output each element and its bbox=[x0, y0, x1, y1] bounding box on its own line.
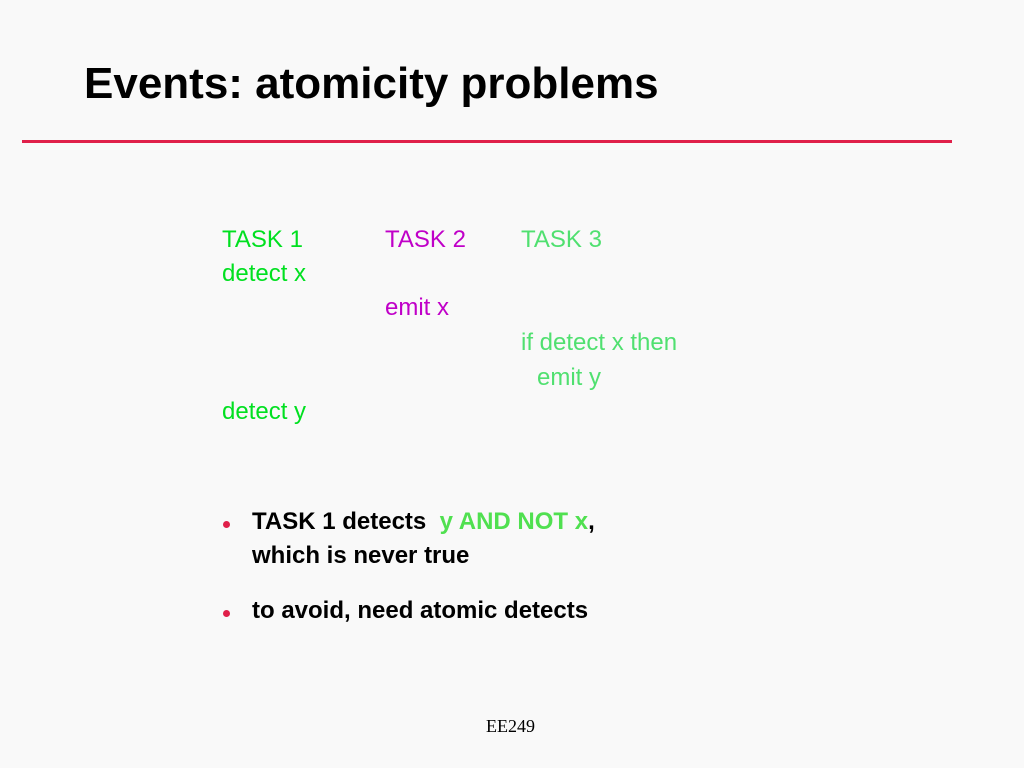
task2-emit-x: emit x bbox=[385, 294, 450, 321]
bullet-item-1: TASK 1 detects y AND NOT x, which is nev… bbox=[252, 505, 595, 573]
bullet-item-2: to avoid, need atomic detects bbox=[252, 594, 588, 628]
task2-header: TASK 2 bbox=[385, 226, 466, 253]
footer-label: EE249 bbox=[486, 716, 535, 736]
bullet-1-prefix: TASK 1 detects bbox=[252, 508, 427, 535]
bullet-1-suffix: , bbox=[588, 508, 595, 535]
bullet-dot-icon bbox=[223, 521, 230, 528]
bullet-dot-icon bbox=[223, 610, 230, 617]
task3-emit-y: emit y bbox=[537, 364, 602, 391]
title-divider bbox=[22, 140, 952, 143]
task3-if-detect: if detect x then bbox=[521, 329, 678, 356]
task3-header: TASK 3 bbox=[521, 226, 602, 253]
bullet-2-text: to avoid, need atomic detects bbox=[252, 597, 589, 624]
task1-header: TASK 1 bbox=[222, 226, 303, 253]
task1-detect-x: detect x bbox=[222, 260, 307, 287]
task1-detect-y: detect y bbox=[222, 398, 307, 425]
bullet-1-highlight: y AND NOT x bbox=[439, 508, 589, 535]
bullet-1-line2: which is never true bbox=[252, 542, 470, 569]
slide-title: Events: atomicity problems bbox=[84, 59, 659, 108]
